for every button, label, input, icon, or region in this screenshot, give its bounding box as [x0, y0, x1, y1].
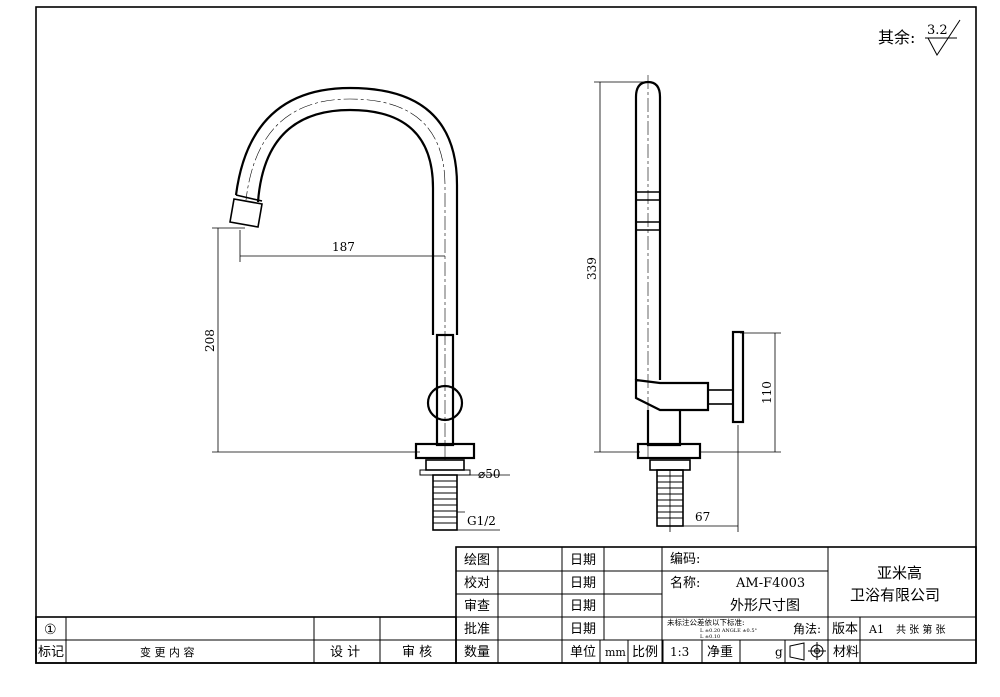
spout-centerline: [245, 98, 446, 460]
weight-unit: g: [775, 645, 783, 659]
dim-thread: G1/2: [467, 514, 496, 528]
drawing-name: 外形尺寸图: [730, 598, 800, 614]
dim-spout-height-line: [212, 227, 420, 453]
label-net-weight: 净重: [707, 644, 733, 660]
side-nut: [649, 459, 691, 471]
title-block-text: 绘图 校对 审查 批准 数量 日期 日期 日期 日期 单位 mm 比例 1:3 …: [38, 552, 946, 661]
spout-outer-line: [234, 86, 459, 335]
tolerance-line1: L ±0.20 ANGLE ±0.5°: [700, 628, 758, 634]
label-date-2: 日期: [570, 576, 596, 591]
roughness-triangle-icon: [925, 19, 961, 56]
label-date-3: 日期: [570, 599, 596, 614]
dim-spout-height: 208: [203, 329, 217, 352]
label-mark: 标记: [38, 645, 64, 660]
dim-handle-height-line: [700, 332, 781, 453]
roughness-symbol: 其余: 3.2: [878, 19, 961, 56]
dim-reach: 187: [332, 240, 355, 254]
scale-value: 1:3: [670, 645, 689, 659]
side-base: [636, 442, 702, 460]
tolerance-title: 未标注公差依以下标准:: [667, 617, 745, 627]
sheet-border: [35, 6, 977, 664]
label-material: 材料: [833, 645, 859, 660]
label-version: 版本: [832, 622, 858, 637]
roughness-prefix: 其余:: [878, 28, 915, 47]
threaded-shank: [432, 474, 458, 531]
projection-symbol-icon: [789, 642, 826, 661]
label-draw: 绘图: [464, 553, 490, 568]
tolerance-line2: L ±0.10: [700, 634, 720, 640]
side-handle-lever: [731, 330, 745, 424]
company-line1: 亚米高: [877, 564, 922, 582]
valve-knob: [426, 384, 464, 422]
model-number: AM-F4003: [735, 576, 805, 591]
label-audit: 审 核: [402, 645, 432, 660]
label-unit: 单位: [570, 645, 596, 660]
label-code: 编码:: [670, 552, 700, 567]
side-body: [634, 378, 710, 412]
label-approve: 批准: [464, 622, 490, 637]
label-quantity: 数量: [464, 645, 490, 660]
label-check: 校对: [464, 575, 490, 591]
side-lower-body: [646, 410, 682, 447]
label-review: 审查: [464, 599, 490, 614]
dim-total-height: 339: [585, 257, 599, 280]
sheet-count: 共 张 第 张: [896, 623, 946, 636]
version-value: A1: [868, 623, 884, 636]
company-line2: 卫浴有限公司: [850, 586, 940, 604]
dim-handle-height: 110: [760, 381, 774, 404]
dim-total-height-line: [594, 81, 650, 453]
label-change-content: 变 更 内 容: [140, 645, 195, 659]
side-view: 339 110 67: [585, 75, 781, 532]
spout-inner-line: [256, 108, 435, 335]
base-flange: [414, 442, 476, 460]
label-scale: 比例: [632, 645, 658, 660]
label-date-1: 日期: [570, 553, 596, 568]
dim-handle-depth: 67: [695, 510, 710, 524]
front-view: 187 208 ⌀50 G1/2: [203, 86, 510, 531]
unit-value: mm: [605, 646, 626, 659]
label-design: 设 计: [330, 645, 360, 660]
revision-mark: ①: [44, 622, 57, 638]
dim-reach-line: [239, 230, 445, 262]
base-nut: [425, 459, 465, 471]
thread-lines: [433, 480, 457, 524]
side-handle-stem: [707, 389, 734, 405]
label-date-4: 日期: [570, 622, 596, 637]
dim-handle-depth-line: [669, 425, 739, 532]
label-angle: 角法:: [793, 622, 821, 636]
dim-base: ⌀50: [478, 467, 501, 481]
label-name: 名称:: [670, 575, 700, 591]
title-block: [35, 546, 977, 664]
roughness-value: 3.2: [927, 23, 948, 38]
aerator: [229, 194, 263, 228]
dim-thread-line: [457, 511, 500, 531]
